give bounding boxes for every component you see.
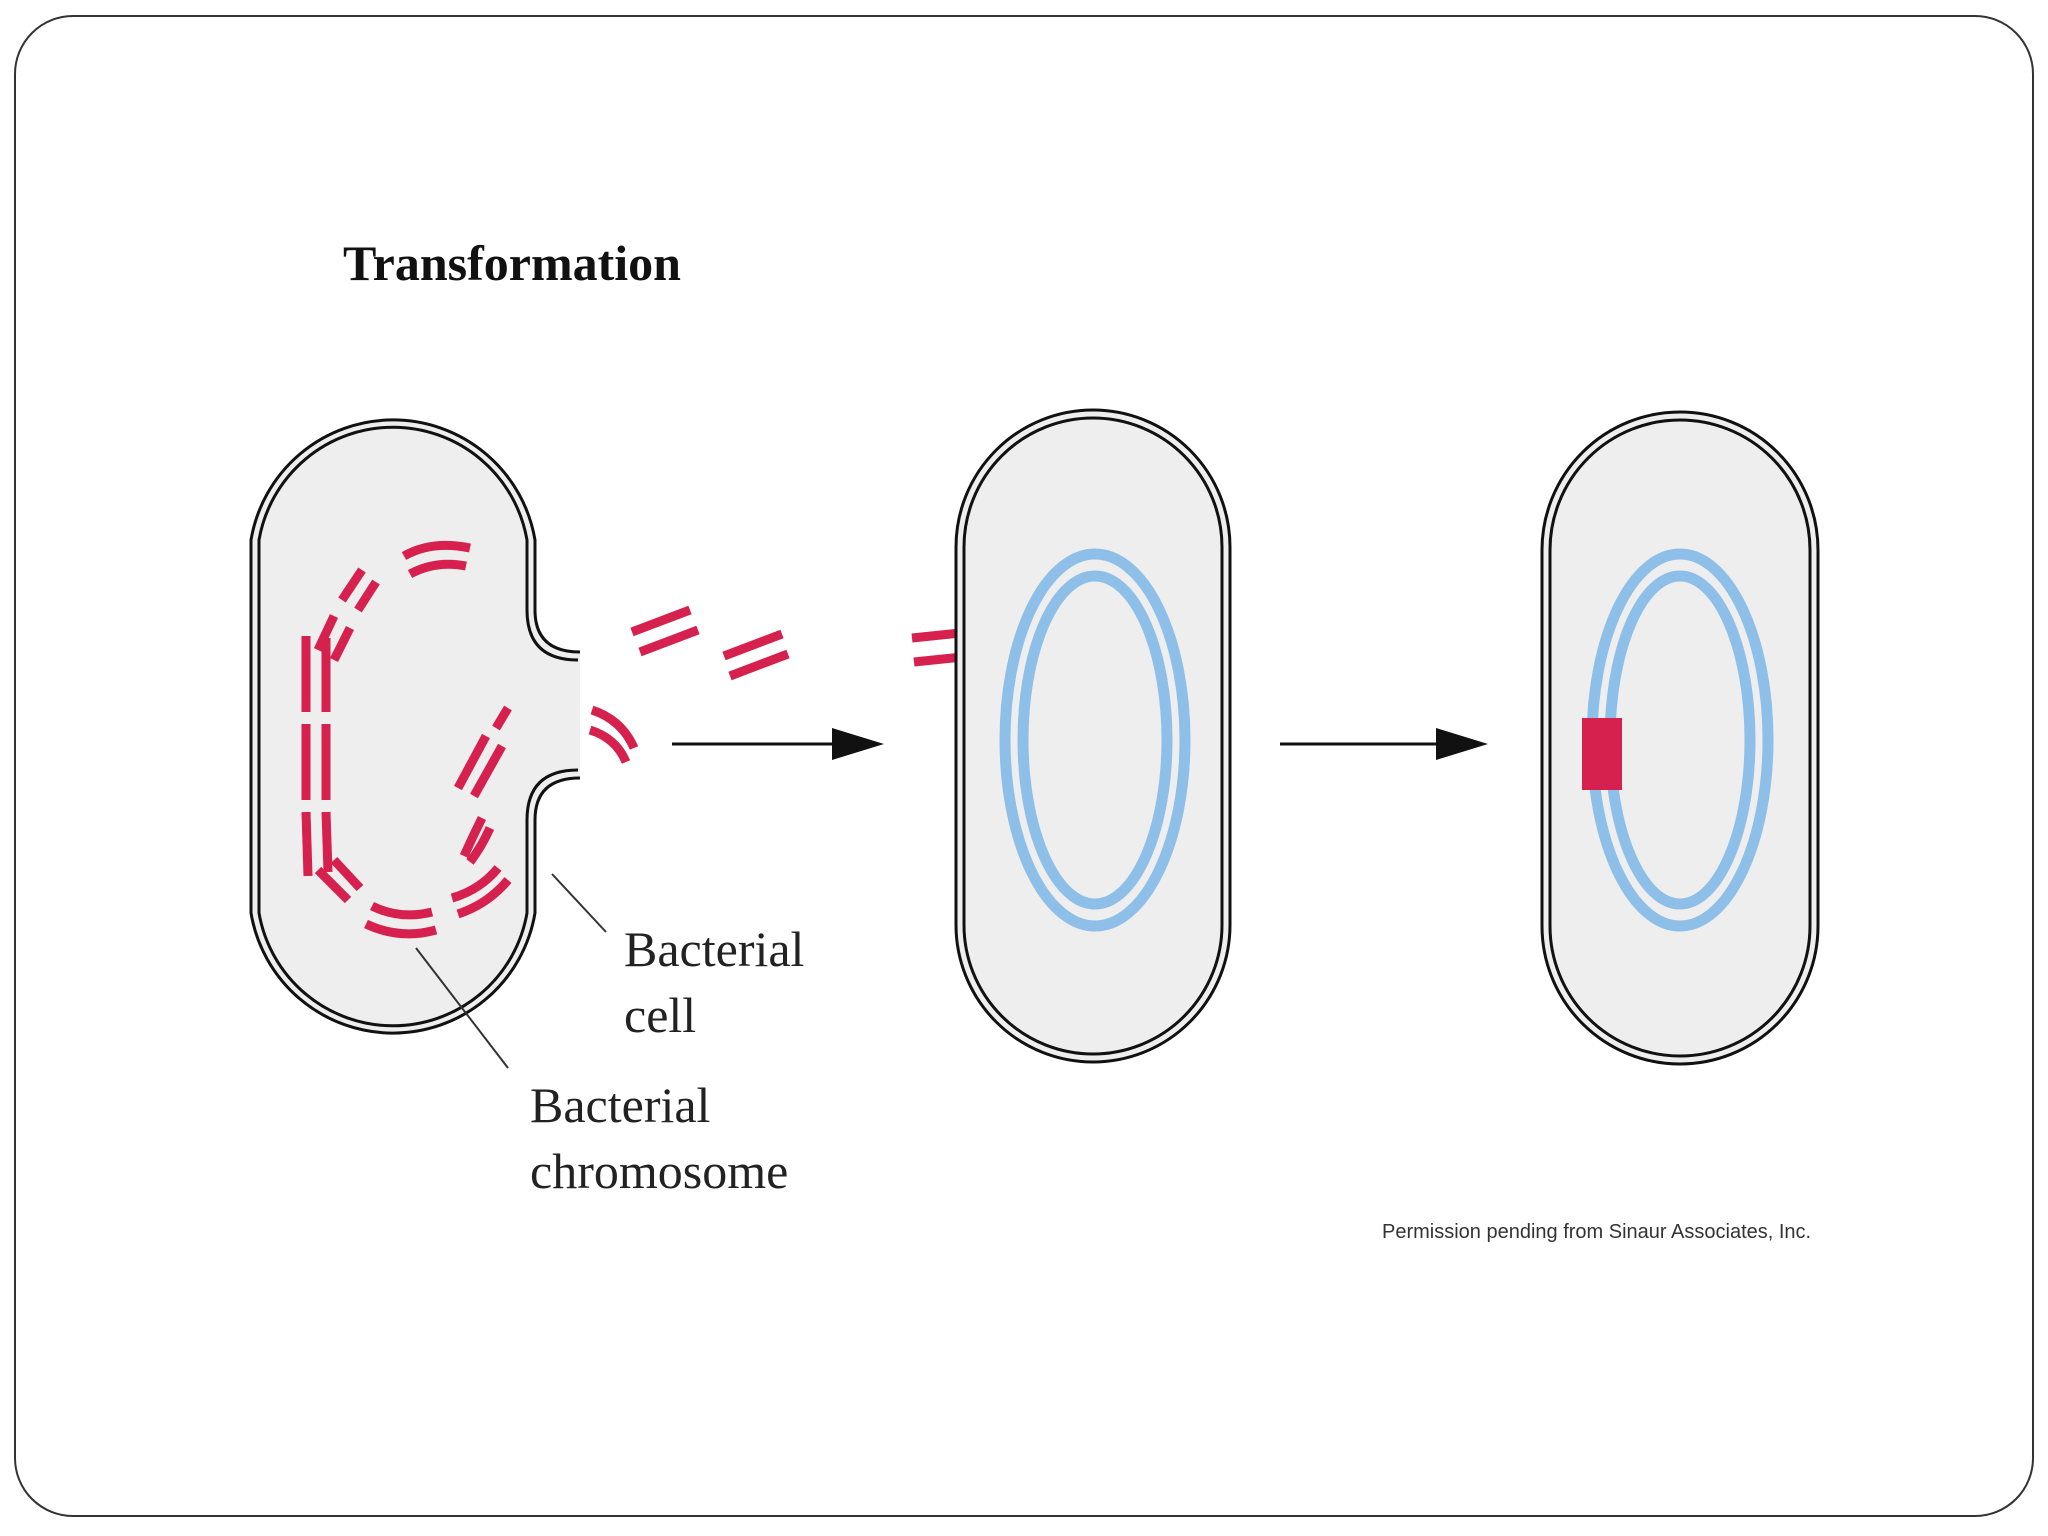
arrow-2 xyxy=(1280,728,1488,760)
recipient-cell xyxy=(954,408,1232,1064)
dna-fragment xyxy=(588,725,631,764)
dna-fragment xyxy=(329,625,355,663)
integrated-donor-segment xyxy=(1582,718,1622,790)
donor-dna-fragments xyxy=(301,540,639,939)
label-bacterial-chromosome-line2: chromosome xyxy=(530,1143,788,1199)
dna-fragment xyxy=(313,614,339,652)
donor-cell-inner-wall xyxy=(257,425,579,1028)
label-bacterial-cell-line1: Bacterial xyxy=(624,921,804,977)
dna-fragment xyxy=(401,540,471,560)
bacterial-chromosome-leader-line xyxy=(415,947,509,1069)
recipient-chromosome-inner xyxy=(1017,570,1173,910)
recombinant-cell-outer-wall xyxy=(1540,410,1820,1066)
free-dna-fragment xyxy=(638,625,700,657)
recipient-chromosome-outer xyxy=(999,548,1191,932)
donor-cell-opening-fill xyxy=(528,662,576,768)
dna-fragment xyxy=(314,866,352,904)
recipient-cell-inner-wall xyxy=(962,416,1224,1056)
dna-fragment xyxy=(364,919,438,939)
dna-fragment xyxy=(456,877,512,919)
dna-fragment xyxy=(466,826,495,865)
dna-fragment xyxy=(330,856,364,892)
dna-fragment xyxy=(450,865,502,903)
recombinant-cell xyxy=(1540,410,1820,1066)
dna-fragment xyxy=(321,811,333,873)
dna-fragment xyxy=(459,815,487,858)
dna-fragment xyxy=(492,705,512,731)
dna-fragment xyxy=(407,559,467,579)
free-dna-fragment xyxy=(630,605,692,637)
free-dna-fragment xyxy=(728,649,790,681)
diagram-title: Transformation xyxy=(343,235,681,291)
dna-fragment xyxy=(354,579,380,613)
dna-fragment xyxy=(470,743,506,799)
dna-fragment xyxy=(338,567,366,603)
label-bacterial-cell-line2: cell xyxy=(624,987,696,1043)
recombinant-cell-inner-wall xyxy=(1548,418,1812,1058)
dna-fragment xyxy=(369,901,434,920)
recipient-cell-outer-wall xyxy=(954,408,1232,1064)
arrow-1 xyxy=(672,728,884,760)
dna-fragment xyxy=(301,811,313,877)
dna-fragment xyxy=(590,705,639,750)
permission-credit: Permission pending from Sinaur Associate… xyxy=(1382,1221,1811,1243)
label-bacterial-chromosome-line1: Bacterial xyxy=(530,1077,710,1133)
dna-fragment xyxy=(454,733,490,791)
free-dna-fragment xyxy=(722,629,784,661)
bacterial-cell-leader-line xyxy=(551,873,607,933)
